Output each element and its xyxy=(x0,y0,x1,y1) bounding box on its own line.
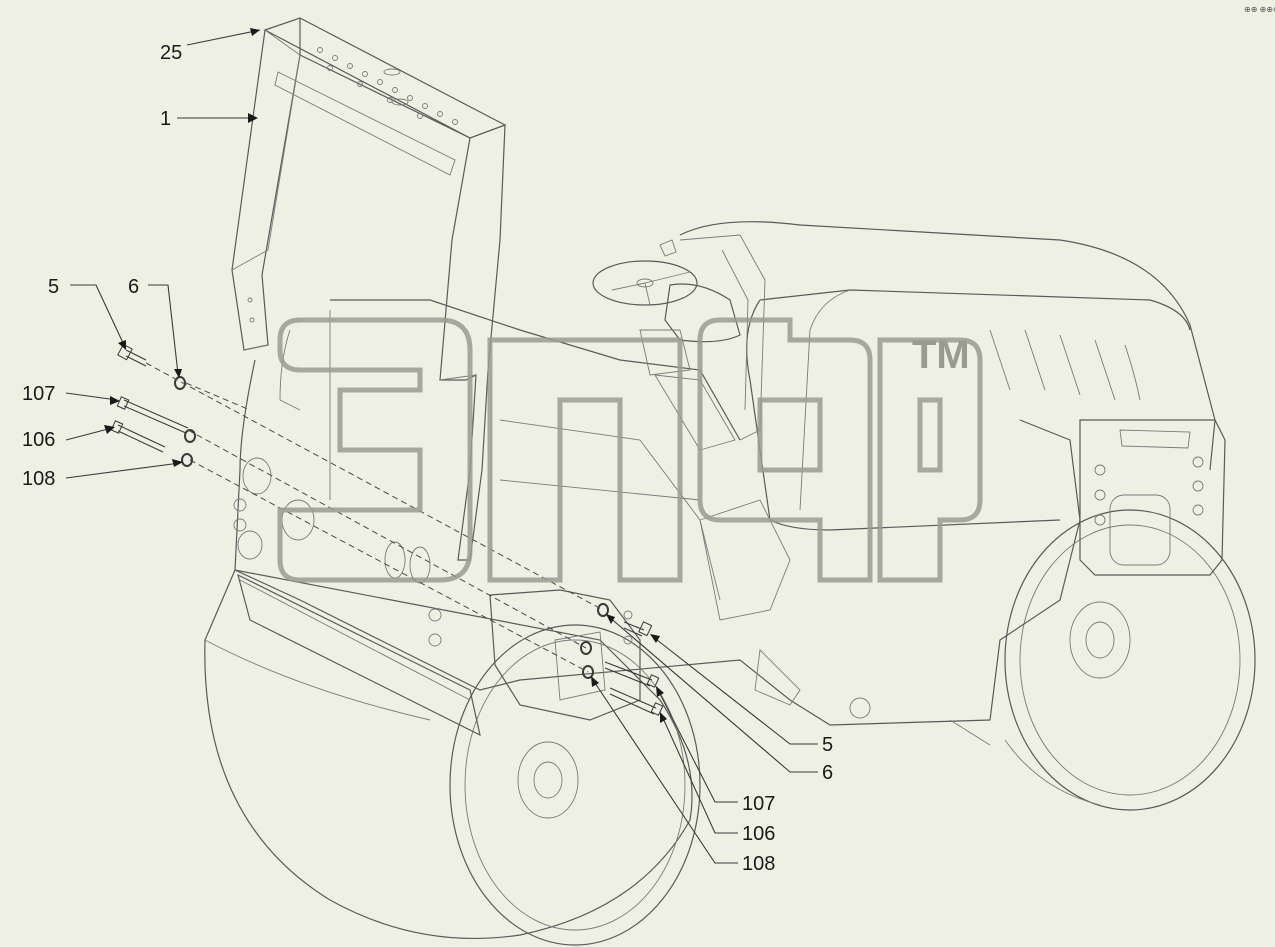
washer-108-right xyxy=(582,665,594,679)
callout-1: 1 xyxy=(160,108,171,130)
chassis xyxy=(233,221,1226,746)
callout-25: 25 xyxy=(160,42,182,64)
callout-108-right: 108 xyxy=(742,853,775,875)
callouts-right: 5 6 107 106 108 xyxy=(591,614,833,875)
callout-5-left: 5 xyxy=(48,276,59,298)
bolt-106-right xyxy=(609,687,664,716)
callout-5-right: 5 xyxy=(822,734,833,756)
washer-107-right xyxy=(580,641,592,655)
trademark-symbol: TM xyxy=(912,333,970,377)
callouts-left: 25 1 5 6 107 106 108 xyxy=(22,28,261,490)
bolt-5-right xyxy=(623,621,653,637)
bolt-107-left xyxy=(116,396,189,434)
washer-6-left xyxy=(174,376,186,390)
fasteners-right xyxy=(580,603,664,716)
alignment-lines xyxy=(145,362,604,673)
corner-mark: ⊕⊕ ⊕⊕⊕ xyxy=(1244,5,1275,14)
callout-107-right: 107 xyxy=(742,793,775,815)
rops-holes xyxy=(317,47,458,125)
callout-6-right: 6 xyxy=(822,762,833,784)
watermark-logo: TM xyxy=(277,317,983,583)
fasteners-left xyxy=(110,343,196,467)
front-drum xyxy=(204,569,701,946)
bolt-5-left xyxy=(117,343,147,367)
callout-106-right: 106 xyxy=(742,823,775,845)
callout-107-left: 107 xyxy=(22,383,55,405)
rops-frame xyxy=(231,17,507,561)
callout-6-left: 6 xyxy=(128,276,139,298)
bolt-107-right xyxy=(604,661,660,688)
washer-108-left xyxy=(181,453,193,467)
callout-108-left: 108 xyxy=(22,468,55,490)
bolt-106-left xyxy=(110,420,166,453)
callout-106-left: 106 xyxy=(22,429,55,451)
washer-6-right xyxy=(597,603,609,617)
roller-machine xyxy=(110,17,1256,946)
washer-106-left xyxy=(184,429,196,443)
rear-drum xyxy=(1004,509,1256,811)
